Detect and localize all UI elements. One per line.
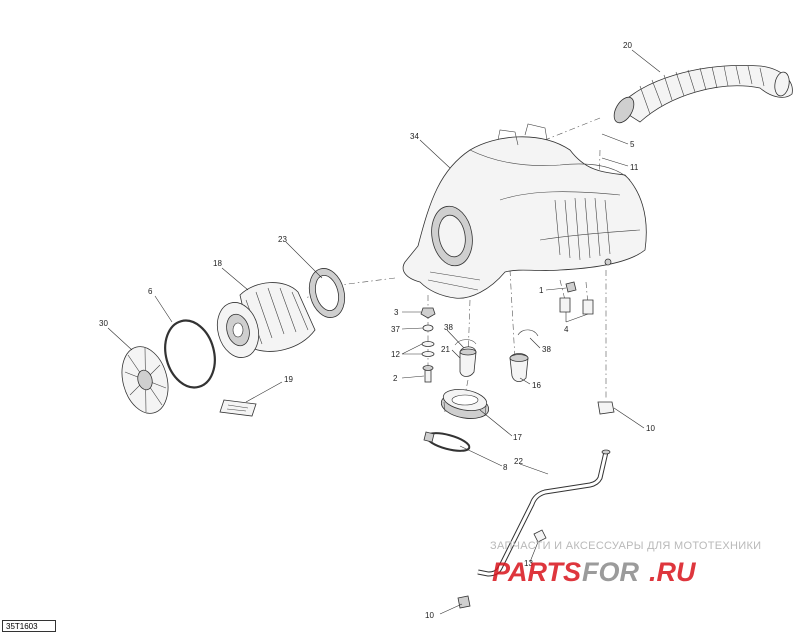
watermark-subtitle: ЗАПЧАСТИ И АКСЕССУАРЫ ДЛЯ МОТОТЕХНИКИ bbox=[490, 540, 762, 552]
callout-22: 22 bbox=[514, 457, 523, 466]
part-8-clamp bbox=[423, 431, 471, 452]
callout-13: 13 bbox=[524, 559, 533, 568]
callout-8: 8 bbox=[503, 463, 508, 472]
hardware-stack bbox=[420, 307, 436, 383]
part-17-adaptor bbox=[440, 389, 490, 419]
svg-text:.RU: .RU bbox=[649, 557, 697, 587]
callout-23: 23 bbox=[278, 235, 287, 244]
callout-5: 5 bbox=[630, 140, 635, 149]
callout-20: 20 bbox=[623, 41, 632, 50]
callout-17: 17 bbox=[513, 433, 522, 442]
part-20-intake-duct bbox=[613, 65, 793, 124]
callout-1: 1 bbox=[539, 286, 544, 295]
callout-19: 19 bbox=[284, 375, 293, 384]
parts-13-10-lower bbox=[457, 529, 547, 609]
callout-21: 21 bbox=[441, 345, 450, 354]
callout-3: 3 bbox=[394, 308, 399, 317]
callout-16: 16 bbox=[532, 381, 541, 390]
callout-10-upper: 10 bbox=[646, 424, 655, 433]
callout-11: 11 bbox=[630, 163, 639, 172]
part-23-clamp-ring bbox=[308, 268, 346, 318]
callout-12: 12 bbox=[391, 350, 400, 359]
svg-text:FOR: FOR bbox=[582, 557, 639, 587]
parts-21-38-16 bbox=[454, 329, 539, 382]
callout-30: 30 bbox=[99, 319, 108, 328]
part-18-filter-element bbox=[216, 282, 316, 358]
svg-text:PARTS: PARTS bbox=[492, 557, 581, 587]
part-34-airbox bbox=[402, 123, 647, 299]
part-19-label bbox=[219, 399, 257, 417]
part-30-cover bbox=[121, 346, 169, 414]
callout-38-left: 38 bbox=[444, 323, 453, 332]
part-10-upper-clip bbox=[597, 401, 615, 415]
callout-10-lower: 10 bbox=[425, 611, 434, 620]
leader-lines bbox=[107, 49, 661, 615]
callout-2: 2 bbox=[393, 374, 398, 383]
part-22-drain-tube bbox=[477, 449, 611, 577]
callout-labels: 20 5 11 34 23 18 6 30 3 37 38 12 21 2 19… bbox=[99, 41, 655, 620]
callout-38-right: 38 bbox=[542, 345, 551, 354]
callout-34: 34 bbox=[410, 132, 419, 141]
callout-4: 4 bbox=[564, 325, 569, 334]
part-6-o-ring bbox=[164, 319, 216, 389]
callout-37: 37 bbox=[391, 325, 400, 334]
parts-1-4 bbox=[559, 281, 594, 315]
watermark-logo: PARTS FOR .RU bbox=[492, 557, 697, 587]
diagram-code: 35T1603 bbox=[2, 620, 56, 632]
callout-6: 6 bbox=[148, 287, 153, 296]
callout-18: 18 bbox=[213, 259, 222, 268]
